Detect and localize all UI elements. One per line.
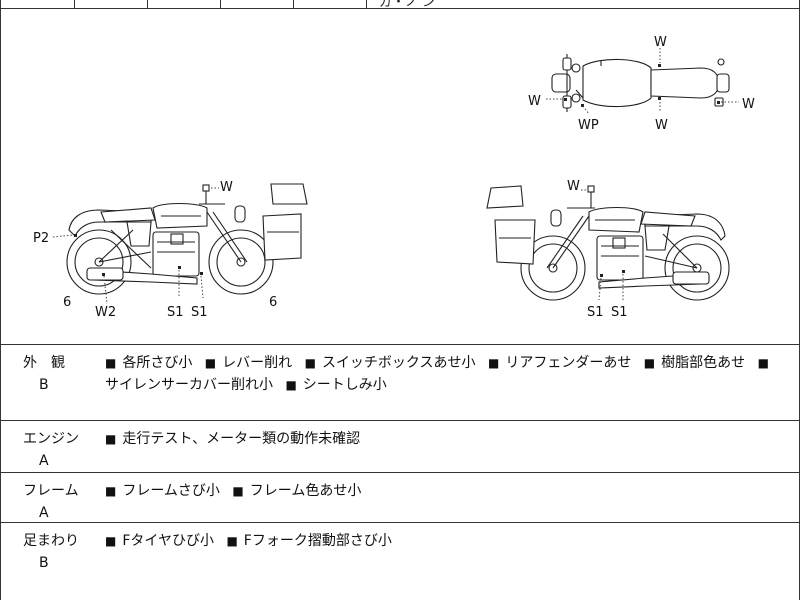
section-engine: エンジン A ■ 走行テスト、メーター類の動作未確認 bbox=[1, 420, 799, 473]
section-notes: ■ 各所さび小 ■ レバー削れ ■ スイッチボックスあせ小 ■ リアフェンダーあせ ■ 樹… bbox=[105, 352, 781, 396]
right-bike-marker-s1-a: S1 bbox=[587, 305, 604, 320]
top-view-marker-w-left: W bbox=[528, 94, 541, 109]
section-exterior: 外 観 B ■ 各所さび小 ■ レバー削れ ■ スイッチボックスあせ小 ■ リアフェンダ… bbox=[1, 344, 799, 421]
grade-label: B bbox=[39, 555, 49, 571]
section-suspension: 足まわり B ■ Fタイヤひび小 ■ Fフォーク摺動部さび小 bbox=[1, 522, 799, 600]
left-bike-marker-s1-a: S1 bbox=[167, 305, 184, 320]
right-side-view-bike bbox=[486, 185, 730, 301]
left-bike-marker-six-rear: 6 bbox=[269, 295, 277, 310]
bullet-icon: ■ bbox=[105, 534, 117, 548]
note-item: サイレンサーカバー削れ小 bbox=[105, 377, 273, 393]
header-cell bbox=[293, 0, 367, 8]
left-bike-marker-six-front: 6 bbox=[63, 295, 71, 310]
bullet-icon: ■ bbox=[105, 356, 117, 370]
bullet-icon: ■ bbox=[204, 356, 217, 370]
left-bike-marker-p2: P2 bbox=[33, 231, 49, 246]
top-view-bike bbox=[546, 48, 739, 115]
bullet-icon: ■ bbox=[105, 484, 117, 498]
bullet-icon: ■ bbox=[643, 356, 656, 370]
category-label: エンジン bbox=[23, 431, 79, 447]
bullet-icon: ■ bbox=[105, 432, 117, 446]
section-notes: ■ フレームさび小 ■ フレーム色あせ小 bbox=[105, 480, 781, 502]
bullet-icon: ■ bbox=[304, 356, 316, 370]
note-item: 走行テスト、メーター類の動作未確認 bbox=[122, 431, 361, 447]
section-category: 外 観 B bbox=[23, 352, 65, 396]
note-item: シートしみ小 bbox=[302, 377, 387, 393]
note-item: Fタイヤひび小 bbox=[122, 533, 214, 549]
section-frame: フレーム A ■ フレームさび小 ■ フレーム色あせ小 bbox=[1, 472, 799, 523]
note-item: フレーム色あせ小 bbox=[249, 483, 362, 499]
section-notes: ■ Fタイヤひび小 ■ Fフォーク摺動部さび小 bbox=[105, 530, 781, 552]
note-item: Fフォーク摺動部さび小 bbox=[243, 533, 392, 549]
left-bike-marker-s1-b: S1 bbox=[191, 305, 208, 320]
bullet-icon: ■ bbox=[285, 378, 297, 392]
top-view-marker-w-right: W bbox=[742, 97, 755, 112]
header-cell bbox=[220, 0, 294, 8]
damage-diagram: W W WP W W bbox=[1, 8, 799, 345]
note-item: スイッチボックスあせ小 bbox=[321, 355, 476, 371]
left-bike-marker-w2: W2 bbox=[95, 305, 116, 320]
top-view-marker-w-top: W bbox=[654, 35, 667, 50]
note-item: 樹脂部色あせ bbox=[661, 355, 746, 371]
left-bike-marker-w: W bbox=[220, 180, 233, 195]
right-bike-marker-w: W bbox=[567, 179, 580, 194]
top-view-marker-wp: WP bbox=[578, 118, 599, 133]
note-item: リアフェンダーあせ bbox=[505, 355, 632, 371]
section-category: 足まわり B bbox=[23, 530, 79, 574]
section-notes: ■ 走行テスト、メーター類の動作未確認 bbox=[105, 428, 781, 450]
note-item: レバー削れ bbox=[222, 355, 293, 371]
bullet-icon: ■ bbox=[757, 356, 769, 370]
section-category: フレーム A bbox=[23, 480, 79, 524]
header-partial-text: ガ・ノ ン bbox=[379, 0, 436, 10]
header-cell bbox=[74, 0, 148, 8]
header-cell bbox=[1, 0, 75, 8]
note-item: フレームさび小 bbox=[122, 483, 220, 499]
grade-label: A bbox=[39, 505, 49, 521]
top-view-marker-w-bottom: W bbox=[655, 118, 668, 133]
section-category: エンジン A bbox=[23, 428, 79, 472]
right-bike-marker-s1-b: S1 bbox=[611, 305, 628, 320]
motorcycle-diagram-svg: W W WP W W bbox=[33, 35, 755, 320]
bullet-icon: ■ bbox=[232, 484, 244, 498]
category-label: 足まわり bbox=[23, 533, 79, 549]
grade-label: B bbox=[39, 377, 49, 393]
grade-label: A bbox=[39, 453, 49, 469]
bullet-icon: ■ bbox=[487, 356, 500, 370]
header-cell bbox=[147, 0, 221, 8]
left-side-view-bike bbox=[52, 183, 308, 305]
category-label: フレーム bbox=[23, 483, 79, 499]
note-item: 各所さび小 bbox=[122, 355, 193, 371]
top-header-strip: ガ・ノ ン bbox=[1, 0, 799, 10]
category-label: 外 観 bbox=[23, 355, 65, 371]
bullet-icon: ■ bbox=[226, 534, 238, 548]
